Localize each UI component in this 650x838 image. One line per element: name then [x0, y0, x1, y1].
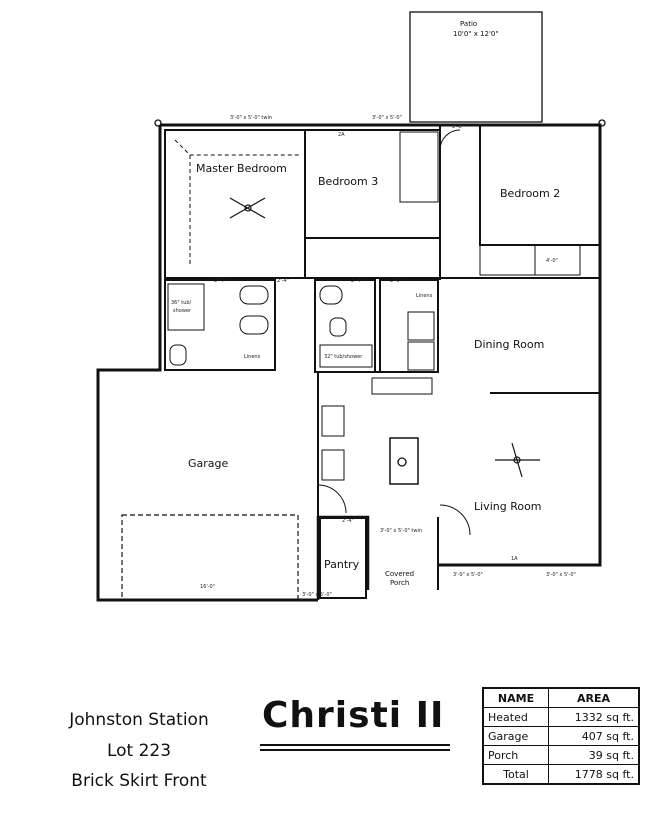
dim-front-window-twin: 3'-0" x 5'-0" twin [380, 528, 423, 534]
garage-door [121, 514, 299, 601]
dim-door-bath: 2'-4" [351, 278, 363, 284]
garage-label: Garage [188, 457, 229, 470]
patio-outline [409, 11, 543, 123]
dim-front-window-1: 3'-0" x 5'-0" [453, 572, 483, 578]
dim-closet-bed2: 4'-0" [546, 258, 558, 264]
porch-label-2: Porch [390, 579, 410, 587]
title-underline-2 [260, 749, 450, 751]
dim-top-window: 3'-0" x 5'-0" [372, 115, 402, 121]
patio-label: Patio [460, 20, 478, 28]
title-underline-1 [260, 744, 450, 746]
dim-patio-door: 2'-8" [452, 124, 464, 130]
hall-tub-label: 32" tub/shower [324, 354, 363, 360]
row-name: Total [482, 764, 550, 785]
table-row: Porch 39 sq ft. [482, 745, 640, 765]
row-name: Garage [482, 726, 550, 746]
vent-1a-front: 1A [511, 556, 518, 562]
pantry-label: Pantry [324, 558, 360, 571]
living-room-label: Living Room [474, 500, 542, 513]
model-title: Christi II [262, 695, 445, 736]
master-tub-label-2: shower [173, 308, 192, 314]
patio-dimensions: 10'0" x 12'0" [453, 30, 499, 38]
community-name: Johnston Station [69, 710, 209, 730]
area-table: NAME AREA Heated 1332 sq ft. Garage 407 … [482, 687, 640, 785]
exterior-wall-left [96, 125, 318, 602]
dim-pantry-window: 3'-0" x 5'-0" [302, 592, 332, 598]
dim-door-pantry: 2'-4" [342, 518, 354, 524]
row-area: 1778 sq ft. [548, 764, 640, 785]
porch-label-1: Covered [385, 570, 415, 578]
dim-door-hall: 2'-4" [277, 278, 289, 284]
dim-garage-width: 16'-0" [200, 584, 216, 590]
dim-top-window-twin: 3'-0" x 5'-0" twin [230, 115, 273, 121]
master-tub-label-1: 36" tub/ [171, 300, 192, 306]
vent-2a-top: 2A [338, 132, 345, 138]
pantry-walls [319, 517, 367, 599]
lot-number: Lot 223 [106, 741, 172, 761]
table-row: Total 1778 sq ft. [482, 764, 640, 785]
dim-door-laundry: 2'-6" [390, 278, 402, 284]
row-area: 39 sq ft. [548, 745, 640, 765]
area-table-header: NAME AREA [482, 687, 640, 708]
master-bedroom-walls [164, 129, 306, 279]
skirt-type: Brick Skirt Front [71, 771, 207, 791]
header-area: AREA [548, 687, 640, 708]
table-row: Heated 1332 sq ft. [482, 707, 640, 727]
row-name: Porch [482, 745, 550, 765]
dining-room-label: Dining Room [474, 338, 545, 351]
master-bath-walls [164, 279, 276, 371]
bedroom3-label: Bedroom 3 [318, 175, 379, 188]
master-bedroom-label: Master Bedroom [196, 162, 287, 175]
row-area: 1332 sq ft. [548, 707, 640, 727]
row-name: Heated [482, 707, 550, 727]
row-area: 407 sq ft. [548, 726, 640, 746]
kitchen-island [389, 437, 419, 485]
dim-front-window-2: 3'-0" x 5'-0" [546, 572, 576, 578]
bedroom2-walls [479, 124, 601, 246]
linens-label-1: Linens [244, 354, 261, 360]
header-name: NAME [482, 687, 550, 708]
dim-door-master-bath: 2'-4" [214, 278, 226, 284]
table-row: Garage 407 sq ft. [482, 726, 640, 746]
bedroom2-label: Bedroom 2 [500, 187, 561, 200]
linens-label-2: Linens [416, 293, 433, 299]
